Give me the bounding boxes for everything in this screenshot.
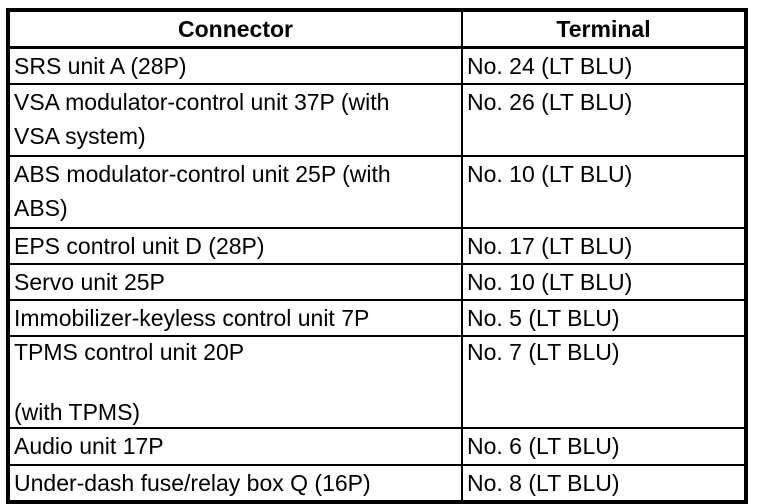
connector-cell: Servo unit 25P xyxy=(7,263,463,301)
column-header-terminal: Terminal xyxy=(461,9,747,49)
terminal-cell: No. 8 (LT BLU) xyxy=(461,464,747,503)
table-row: EPS control unit D (28P) No. 17 (LT BLU) xyxy=(7,227,747,265)
terminal-cell: No. 5 (LT BLU) xyxy=(461,299,747,337)
table-row: Audio unit 17P No. 6 (LT BLU) xyxy=(7,427,747,466)
terminal-cell: No. 10 (LT BLU) xyxy=(461,263,747,301)
table-row: TPMS control unit 20P (with TPMS) No. 7 … xyxy=(7,335,747,429)
table-row: Under-dash fuse/relay box Q (16P) No. 8 … xyxy=(7,464,747,503)
table-header-row: Connector Terminal xyxy=(7,9,747,49)
terminal-cell: No. 7 (LT BLU) xyxy=(461,335,747,429)
terminal-cell: No. 24 (LT BLU) xyxy=(461,46,747,85)
connector-cell: Audio unit 17P xyxy=(7,427,463,466)
table-row: Immobilizer-keyless control unit 7P No. … xyxy=(7,299,747,337)
connector-cell: VSA modulator-control unit 37P (with VSA… xyxy=(7,83,463,157)
column-header-connector: Connector xyxy=(7,9,463,49)
terminal-cell: No. 6 (LT BLU) xyxy=(461,427,747,466)
connector-terminal-table: Connector Terminal SRS unit A (28P) No. … xyxy=(6,8,748,504)
terminal-cell: No. 17 (LT BLU) xyxy=(461,227,747,265)
connector-cell: Immobilizer-keyless control unit 7P xyxy=(7,299,463,337)
connector-cell: Under-dash fuse/relay box Q (16P) xyxy=(7,464,463,503)
connector-cell: EPS control unit D (28P) xyxy=(7,227,463,265)
table-row: SRS unit A (28P) No. 24 (LT BLU) xyxy=(7,46,747,85)
table-row: ABS modulator-control unit 25P (with ABS… xyxy=(7,155,747,229)
connector-cell: SRS unit A (28P) xyxy=(7,46,463,85)
table-row: VSA modulator-control unit 37P (with VSA… xyxy=(7,83,747,157)
connector-cell: ABS modulator-control unit 25P (with ABS… xyxy=(7,155,463,229)
terminal-cell: No. 26 (LT BLU) xyxy=(461,83,747,157)
connector-cell: TPMS control unit 20P (with TPMS) xyxy=(7,335,463,429)
table-row: Servo unit 25P No. 10 (LT BLU) xyxy=(7,263,747,301)
terminal-cell: No. 10 (LT BLU) xyxy=(461,155,747,229)
